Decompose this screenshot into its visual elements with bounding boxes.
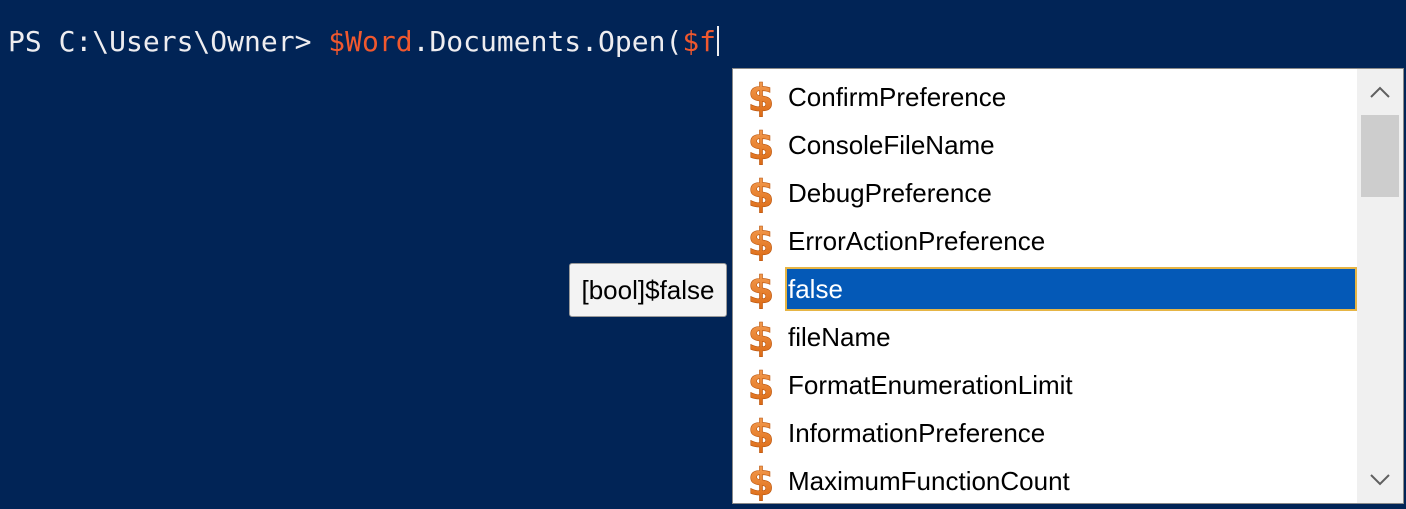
variable-dollar-icon: $ <box>747 77 774 117</box>
typed-partial-variable: $f <box>682 25 717 58</box>
variable-dollar-icon: $ <box>739 457 783 503</box>
variable-dollar-icon: $ <box>747 269 774 309</box>
completion-item-label: fileName <box>788 322 891 352</box>
variable-dollar-icon: $ <box>739 73 783 121</box>
variable-dollar-icon: $ <box>739 217 783 265</box>
svg-text:$: $ <box>748 173 774 213</box>
error-squiggle <box>682 51 716 56</box>
completion-item-label: InformationPreference <box>788 418 1046 448</box>
variable-dollar-icon: $ <box>747 221 774 261</box>
console-prompt: PS C:\Users\Owner> <box>8 25 329 58</box>
variable-dollar-icon: $ <box>739 169 783 217</box>
variable-dollar-icon: $ <box>747 365 774 405</box>
completion-scrollbar[interactable] <box>1357 69 1403 503</box>
word-variable: $Word <box>328 25 413 58</box>
text-cursor <box>717 26 720 56</box>
svg-text:$: $ <box>748 77 774 117</box>
completion-item[interactable]: $ ConsoleFileName <box>733 121 1357 169</box>
variable-dollar-icon: $ <box>739 361 783 409</box>
completion-item[interactable]: $ ErrorActionPreference <box>733 217 1357 265</box>
svg-text:$: $ <box>748 461 774 501</box>
completion-item-label: false <box>785 267 1357 311</box>
completion-item[interactable]: $ false <box>733 265 1357 313</box>
completion-item-label: FormatEnumerationLimit <box>788 370 1073 400</box>
completion-item[interactable]: $ DebugPreference <box>733 169 1357 217</box>
completion-item[interactable]: $ ConfirmPreference <box>733 73 1357 121</box>
variable-dollar-icon: $ <box>747 461 774 501</box>
variable-dollar-icon: $ <box>747 125 774 165</box>
completion-item-label: MaximumFunctionCount <box>788 466 1070 496</box>
scroll-up-button[interactable] <box>1357 69 1403 115</box>
completion-item-label: DebugPreference <box>788 178 992 208</box>
console-input-line[interactable]: PS C:\Users\Owner> $Word.Documents.Open(… <box>8 24 720 60</box>
scroll-down-button[interactable] <box>1357 457 1403 503</box>
variable-dollar-icon: $ <box>747 317 774 357</box>
chevron-down-icon <box>1370 474 1390 486</box>
variable-dollar-icon: $ <box>739 121 783 169</box>
svg-text:$: $ <box>748 221 774 261</box>
completion-tooltip: [bool]$false <box>569 263 727 317</box>
tooltip-text: [bool]$false <box>581 275 715 305</box>
method-call-text: .Documents.Open( <box>412 25 683 58</box>
completion-list[interactable]: $ ConfirmPreference $ ConsoleFileName $ Debug… <box>733 73 1357 503</box>
scroll-thumb[interactable] <box>1361 115 1399 197</box>
variable-dollar-icon: $ <box>747 173 774 213</box>
svg-text:$: $ <box>748 317 774 357</box>
svg-text:$: $ <box>748 269 774 309</box>
svg-text:$: $ <box>748 413 774 453</box>
intellisense-popup[interactable]: $ ConfirmPreference $ ConsoleFileName $ Debug… <box>732 68 1404 504</box>
completion-item[interactable]: $ fileName <box>733 313 1357 361</box>
chevron-up-icon <box>1370 86 1390 98</box>
variable-dollar-icon: $ <box>747 413 774 453</box>
variable-dollar-icon: $ <box>739 313 783 361</box>
completion-item-label: ErrorActionPreference <box>788 226 1046 256</box>
completion-item[interactable]: $ MaximumFunctionCount <box>733 457 1357 503</box>
completion-item[interactable]: $ FormatEnumerationLimit <box>733 361 1357 409</box>
variable-dollar-icon: $ <box>739 265 783 313</box>
svg-text:$: $ <box>748 125 774 165</box>
variable-dollar-icon: $ <box>739 409 783 457</box>
completion-item-label: ConfirmPreference <box>788 82 1007 112</box>
completion-item[interactable]: $ InformationPreference <box>733 409 1357 457</box>
svg-text:$: $ <box>748 365 774 405</box>
completion-item-label: ConsoleFileName <box>788 130 995 160</box>
